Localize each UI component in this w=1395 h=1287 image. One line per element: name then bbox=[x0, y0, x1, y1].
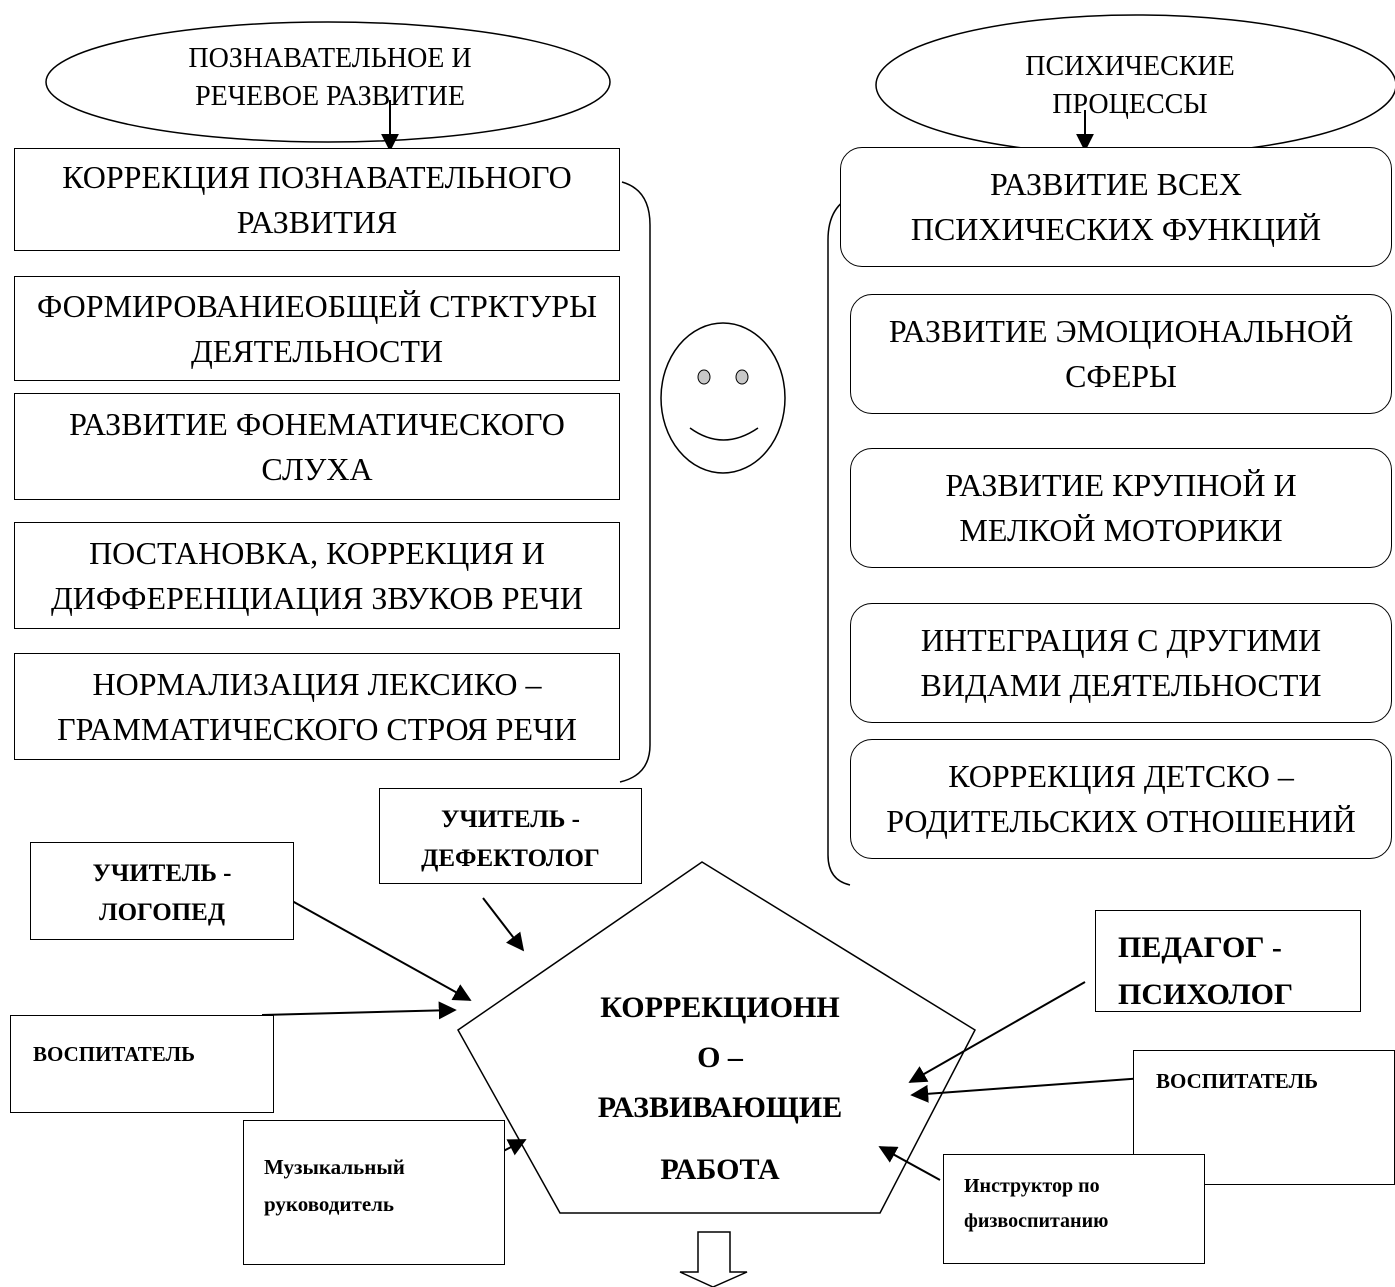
smiley-right-eye bbox=[735, 369, 749, 385]
right-box-motor-skills: РАЗВИТИЕ КРУПНОЙ И МЕЛКОЙ МОТОРИКИ bbox=[850, 448, 1392, 568]
arrow-educator-right bbox=[910, 1076, 1158, 1103]
staff-psychologist: ПЕДАГОГ - ПСИХОЛОГ bbox=[1095, 910, 1361, 1012]
left-box-1-line2: РАЗВИТИЯ bbox=[236, 203, 398, 240]
right-box-integration: ИНТЕГРАЦИЯ С ДРУГИМИ ВИДАМИ ДЕЯТЕЛЬНОСТИ bbox=[850, 603, 1392, 723]
staff-logoped-line2: ЛОГОПЕД bbox=[98, 898, 226, 926]
left-box-5-line2: ГРАММАТИЧЕСКОГО СТРОЯ РЕЧИ bbox=[57, 710, 577, 747]
left-header-label: ПОЗНАВАТЕЛЬНОЕ И РЕЧЕВОЕ РАЗВИТИЕ bbox=[110, 40, 550, 116]
right-box-1-line1: РАЗВИТИЕ ВСЕХ bbox=[989, 166, 1243, 203]
right-box-2-line2: СФЕРЫ bbox=[1065, 358, 1177, 394]
right-box-3-line2: МЕЛКОЙ МОТОРИКИ bbox=[959, 512, 1283, 548]
left-brace bbox=[619, 181, 651, 783]
staff-defectologist: УЧИТЕЛЬ - ДЕФЕКТОЛОГ bbox=[379, 788, 642, 884]
center-line1: КОРРЕКЦИОНН bbox=[600, 991, 840, 1024]
left-box-lexical-grammar: НОРМАЛИЗАЦИЯ ЛЕКСИКО – ГРАММАТИЧЕСКОГО С… bbox=[14, 653, 620, 760]
right-header-label: ПСИХИЧЕСКИЕ ПРОЦЕССЫ bbox=[930, 48, 1330, 124]
staff-educator-right-label: ВОСПИТАТЕЛЬ bbox=[1156, 1069, 1318, 1093]
center-pentagon bbox=[457, 861, 976, 1214]
left-box-2-line2: ДЕЯТЕЛЬНОСТИ bbox=[190, 332, 444, 369]
staff-logoped-line1: УЧИТЕЛЬ - bbox=[92, 860, 232, 887]
staff-psychologist-line1: ПЕДАГОГ - bbox=[1118, 931, 1282, 964]
staff-defectologist-line1: УЧИТЕЛЬ - bbox=[441, 806, 580, 833]
arrow-defectologist bbox=[482, 897, 525, 952]
right-box-parent-relations: КОРРЕКЦИЯ ДЕТСКО – РОДИТЕЛЬСКИХ ОТНОШЕНИ… bbox=[850, 739, 1392, 859]
staff-music-line2: руководитель bbox=[264, 1191, 395, 1216]
left-box-speech-sounds: ПОСТАНОВКА, КОРРЕКЦИЯ И ДИФФЕРЕНЦИАЦИЯ З… bbox=[14, 522, 620, 629]
right-box-3-line1: РАЗВИТИЕ КРУПНОЙ И bbox=[945, 467, 1297, 504]
staff-defectologist-line2: ДЕФЕКТОЛОГ bbox=[421, 844, 600, 872]
right-box-2-line1: РАЗВИТИЕ ЭМОЦИОНАЛЬНОЙ bbox=[888, 313, 1354, 350]
left-box-2-line1: ФОРМИРОВАНИЕОБЩЕЙ СТРКТУРЫ bbox=[37, 287, 597, 324]
staff-educator-left: ВОСПИТАТЕЛЬ bbox=[10, 1015, 274, 1113]
staff-pe-line1: Инструктор по bbox=[964, 1175, 1100, 1197]
staff-music-director: Музыкальный руководитель bbox=[243, 1120, 505, 1265]
smiley-left-eye bbox=[697, 369, 711, 385]
arrow-educator-left bbox=[261, 1001, 457, 1020]
arrow-psychologist bbox=[908, 981, 1086, 1083]
right-box-4-line2: ВИДАМИ ДЕЯТЕЛЬНОСТИ bbox=[920, 667, 1322, 703]
left-box-cognitive-correction: КОРРЕКЦИЯ ПОЗНАВАТЕЛЬНОГО РАЗВИТИЯ bbox=[14, 148, 620, 251]
arrow-pe bbox=[878, 1146, 941, 1181]
center-line2: О – bbox=[697, 1041, 743, 1074]
left-header-line1: ПОЗНАВАТЕЛЬНОЕ И bbox=[188, 43, 472, 74]
center-line3: РАЗВИВАЮЩИЕ bbox=[597, 1091, 843, 1124]
right-box-1-line2: ПСИХИЧЕСКИХ ФУНКЦИЙ bbox=[910, 211, 1322, 247]
right-header-line1: ПСИХИЧЕСКИЕ bbox=[1025, 51, 1235, 82]
smiley-face bbox=[660, 322, 786, 474]
left-box-4-line2: ДИФФЕРЕНЦИАЦИЯ ЗВУКОВ РЕЧИ bbox=[50, 579, 584, 616]
right-box-4-line1: ИНТЕГРАЦИЯ С ДРУГИМИ bbox=[920, 622, 1322, 659]
staff-educator-left-label: ВОСПИТАТЕЛЬ bbox=[33, 1042, 195, 1066]
staff-music-line1: Музыкальный bbox=[264, 1155, 405, 1179]
left-box-5-line1: НОРМАЛИЗАЦИЯ ЛЕКСИКО – bbox=[92, 665, 542, 702]
left-box-3-line1: РАЗВИТИЕ ФОНЕМАТИЧЕСКОГО bbox=[69, 405, 565, 442]
right-header-line2: ПРОЦЕССЫ bbox=[1052, 88, 1208, 120]
staff-pe-line2: физвоспитанию bbox=[964, 1210, 1109, 1232]
right-box-emotional-sphere: РАЗВИТИЕ ЭМОЦИОНАЛЬНОЙ СФЕРЫ bbox=[850, 294, 1392, 414]
left-box-1-line1: КОРРЕКЦИЯ ПОЗНАВАТЕЛЬНОГО bbox=[62, 158, 572, 195]
center-title: КОРРЕКЦИОНН О – РАЗВИВАЮЩИЕ РАБОТА bbox=[540, 985, 900, 1192]
right-box-mental-functions: РАЗВИТИЕ ВСЕХ ПСИХИЧЕСКИХ ФУНКЦИЙ bbox=[840, 147, 1392, 267]
smiley-mouth bbox=[689, 427, 759, 441]
left-header-ellipse bbox=[45, 21, 611, 143]
staff-educator-right: ВОСПИТАТЕЛЬ bbox=[1133, 1050, 1395, 1185]
left-header-line2: РЕЧЕВОЕ РАЗВИТИЕ bbox=[195, 80, 465, 112]
right-box-5-line2: РОДИТЕЛЬСКИХ ОТНОШЕНИЙ bbox=[886, 803, 1356, 839]
staff-pe-instructor: Инструктор по физвоспитанию bbox=[943, 1154, 1205, 1264]
left-box-3-line2: СЛУХА bbox=[261, 450, 373, 487]
staff-psychologist-line2: ПСИХОЛОГ bbox=[1118, 977, 1294, 1011]
left-box-activity-structure: ФОРМИРОВАНИЕОБЩЕЙ СТРКТУРЫ ДЕЯТЕЛЬНОСТИ bbox=[14, 276, 620, 381]
bottom-hollow-arrow bbox=[679, 1231, 748, 1287]
center-line4: РАБОТА bbox=[660, 1153, 780, 1186]
left-box-phonemic-hearing: РАЗВИТИЕ ФОНЕМАТИЧЕСКОГО СЛУХА bbox=[14, 393, 620, 500]
staff-logoped: УЧИТЕЛЬ - ЛОГОПЕД bbox=[30, 842, 294, 940]
left-box-4-line1: ПОСТАНОВКА, КОРРЕКЦИЯ И bbox=[89, 534, 545, 571]
right-box-5-line1: КОРРЕКЦИЯ ДЕТСКО – bbox=[948, 758, 1294, 795]
